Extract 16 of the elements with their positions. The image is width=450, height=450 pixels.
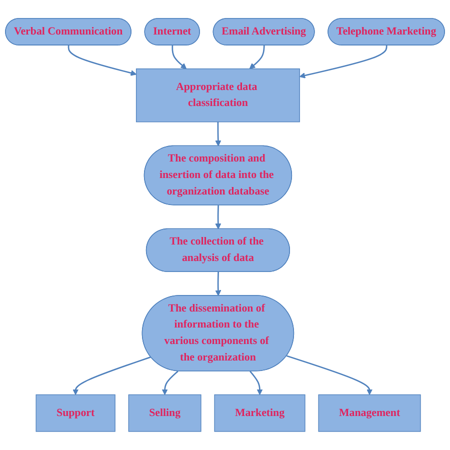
arrow [215,205,222,230]
arrow [249,45,265,70]
node-box: Management [318,394,421,432]
node-box: Marketing [214,394,306,432]
node-box: Appropriate data classification [136,68,300,122]
node-box: Support [36,394,116,432]
arrow [250,370,263,396]
arrow [215,272,222,296]
node-box: Selling [128,394,202,432]
arrow [72,356,151,396]
arrow [299,45,388,78]
arrow [68,45,137,76]
arrow [162,370,178,396]
arrow [286,355,373,396]
arrow [172,45,187,70]
arrow [215,122,222,146]
